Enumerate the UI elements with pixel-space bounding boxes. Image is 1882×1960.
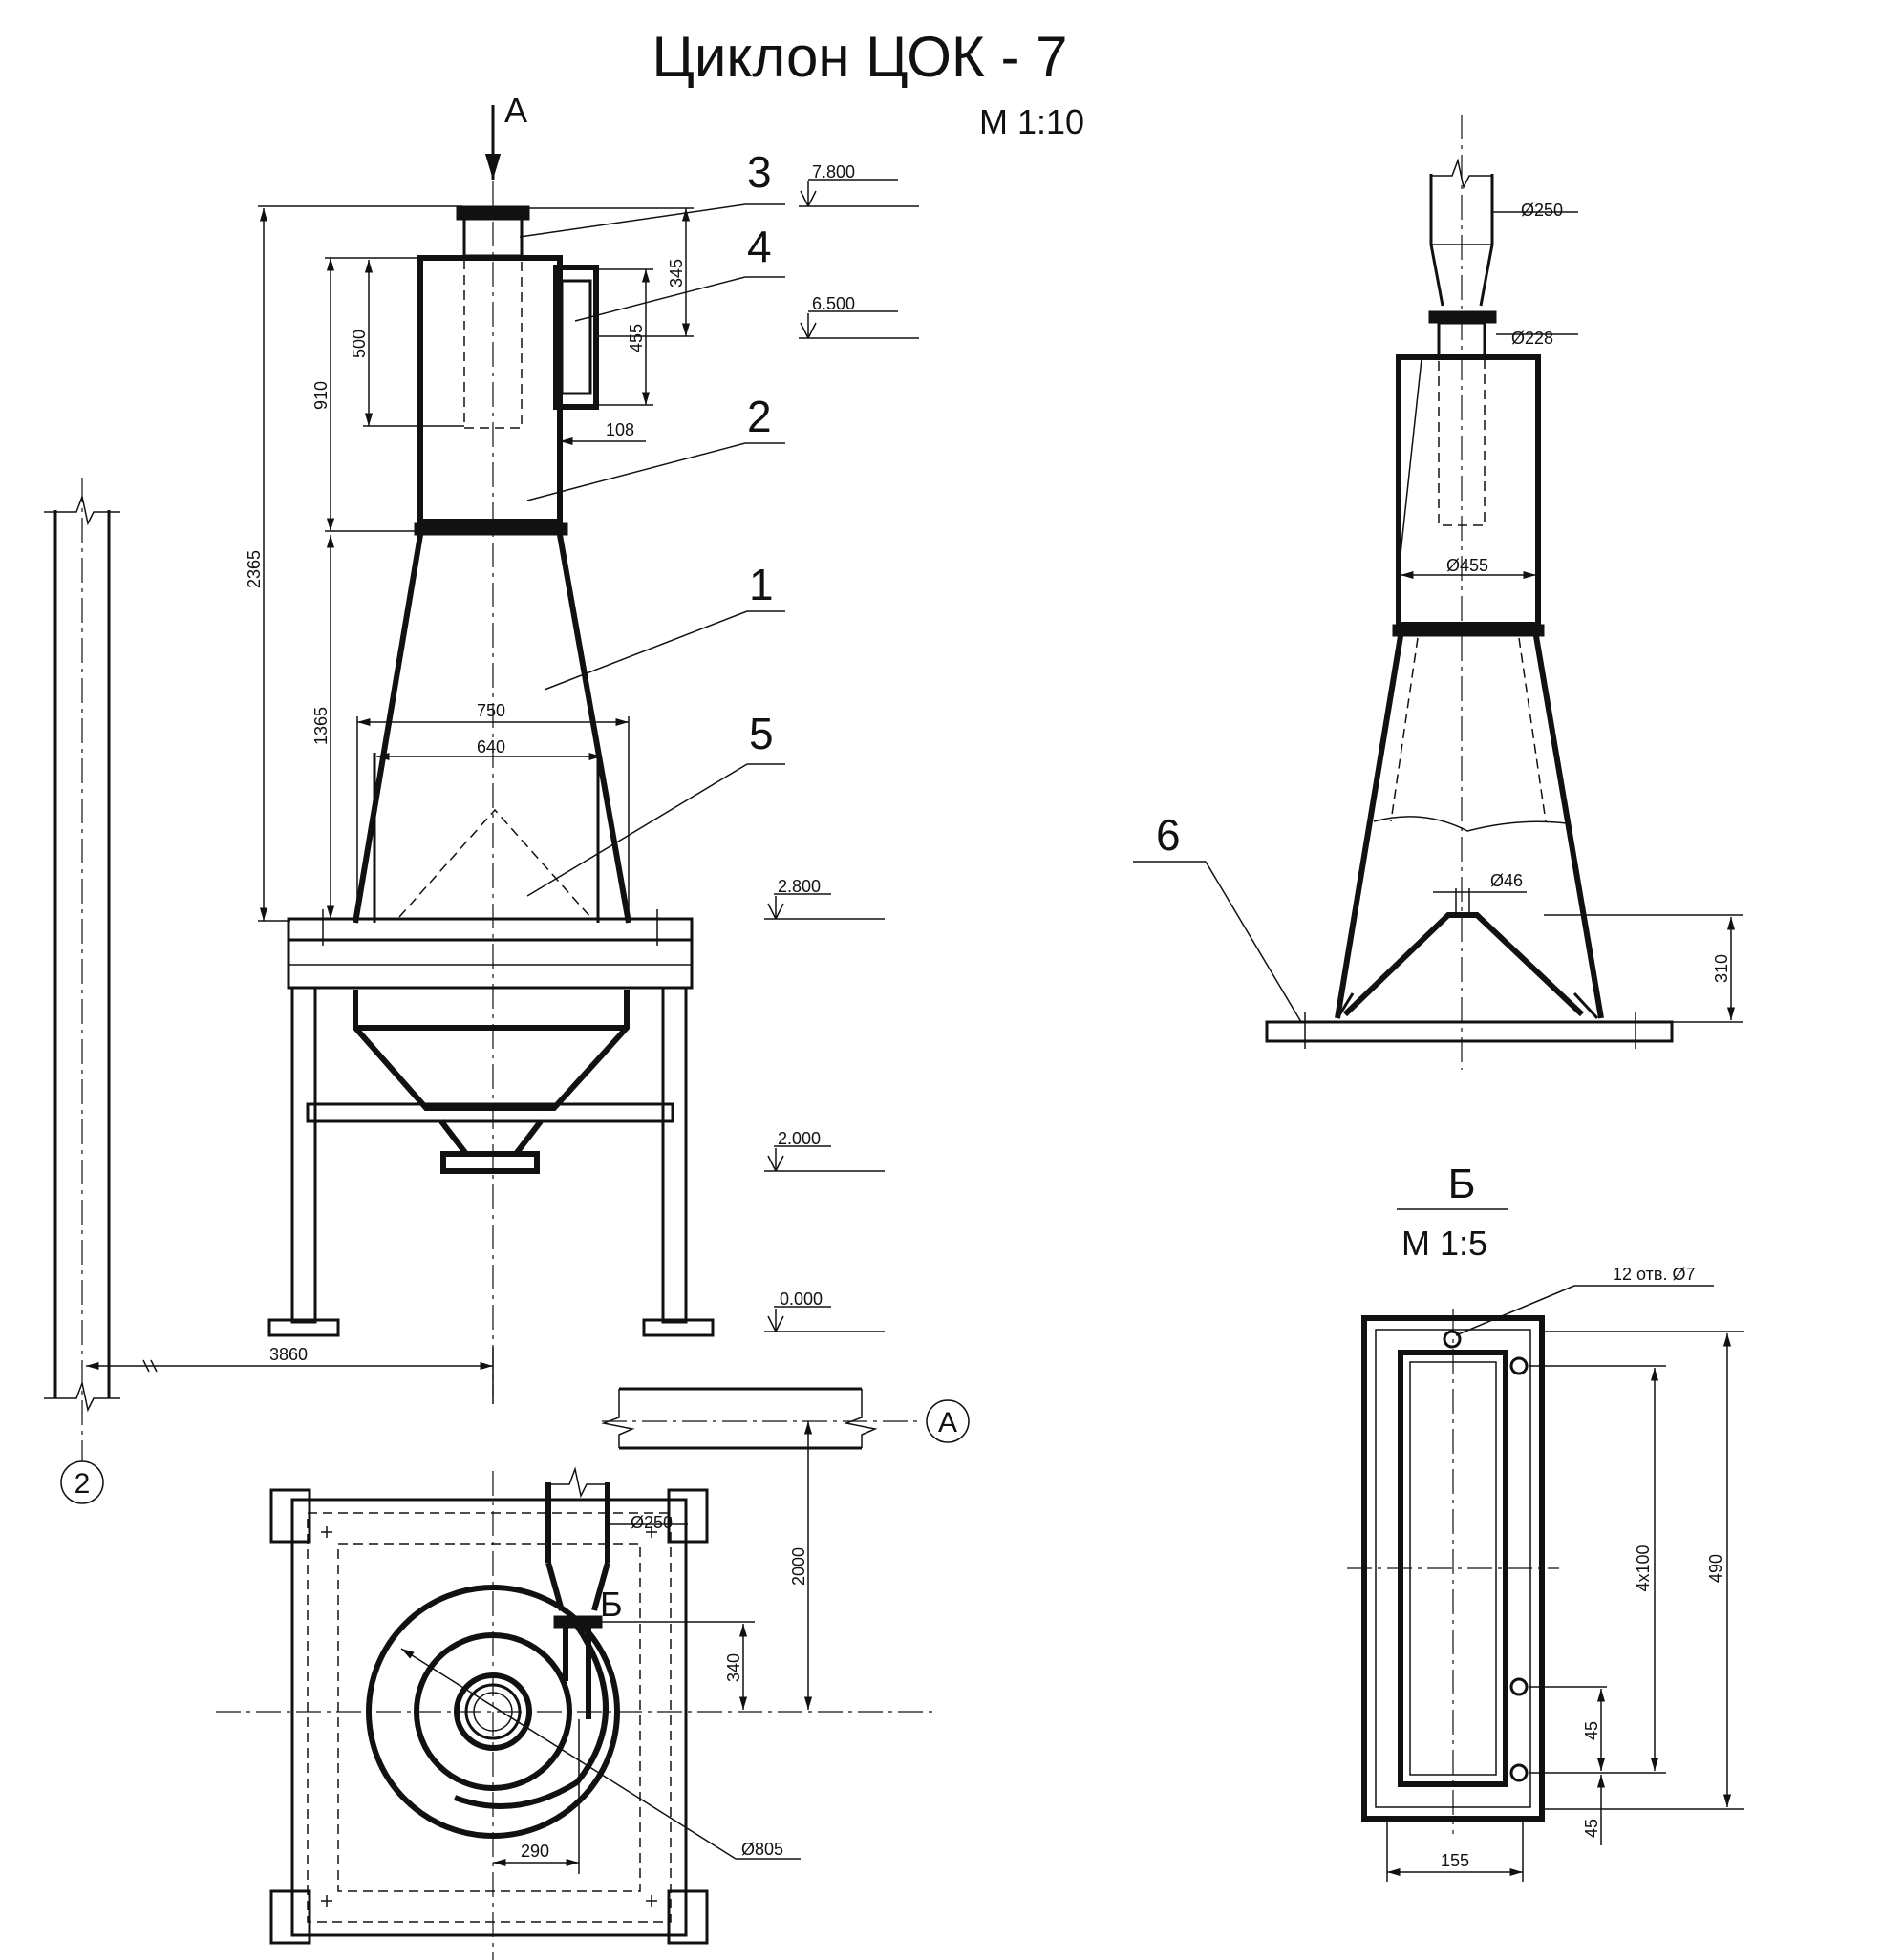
dim-cone-top-diameter: 750	[477, 701, 505, 720]
section-b-label: Б	[1448, 1161, 1476, 1207]
side-dust-outlet: Ø46	[1490, 871, 1523, 890]
elevation-0000: 0.000	[764, 1289, 885, 1332]
callout-5: 5	[749, 709, 774, 758]
callout-3: 3	[747, 147, 772, 197]
front-view: А	[245, 91, 919, 1395]
drawing-scale: М 1:10	[979, 102, 1084, 141]
drawing-title: Циклон ЦОК - 7	[652, 25, 1067, 89]
side-base-height: 310	[1712, 954, 1731, 983]
dim-pipe-depth: 500	[350, 330, 369, 358]
plan-view: Ø250 Б 340 Ø805 290	[216, 1466, 936, 1960]
side-view: Ø250 Ø228 Ø455 Ø46 310	[1133, 115, 1743, 1070]
plan-inlet-distance: 340	[724, 1653, 743, 1682]
section-b-height: 490	[1706, 1554, 1725, 1583]
svg-text:7.800: 7.800	[812, 162, 855, 181]
plan-radius-offset: 290	[521, 1842, 549, 1861]
section-b-pitch: 4x100	[1634, 1545, 1653, 1591]
dim-inlet-height: 455	[627, 324, 646, 352]
svg-text:2.800: 2.800	[778, 877, 821, 896]
view-a-arrow-label: А	[504, 91, 527, 130]
elevation-2800: 2.800	[764, 877, 885, 920]
dim-total-height: 2365	[245, 550, 264, 588]
elevation-2000: 2.000	[764, 1129, 885, 1172]
section-b-edge1: 45	[1582, 1721, 1601, 1740]
section-b-scale: М 1:5	[1401, 1224, 1487, 1263]
callout-6: 6	[1156, 810, 1181, 860]
dim-axis-distance: 3860	[269, 1345, 308, 1364]
side-flange-diameter: Ø228	[1511, 329, 1553, 348]
elevation-7800: 7.800	[799, 162, 919, 207]
section-b-width: 155	[1441, 1851, 1469, 1870]
dim-offset-2000: 2000	[789, 1547, 808, 1586]
grid-axis-wall: 2 3860	[44, 478, 494, 1504]
plan-inlet-diameter: Ø250	[631, 1513, 673, 1532]
dim-cone-height: 1365	[311, 707, 331, 745]
grid-axis-label: 2	[75, 1468, 91, 1500]
side-body-diameter: Ø455	[1446, 556, 1488, 575]
dim-cone-bottom-diameter: 640	[477, 737, 505, 756]
callout-1: 1	[749, 560, 774, 609]
dim-body-height: 910	[311, 381, 331, 410]
svg-text:0.000: 0.000	[780, 1289, 823, 1309]
dim-inlet-top: 345	[667, 259, 686, 288]
section-b-holes: 12 отв. Ø7	[1613, 1265, 1695, 1284]
section-b: Б М 1:5 12 отв. Ø7 4x100 490 45	[1347, 1161, 1744, 1882]
plan-outer-diameter: Ø805	[741, 1840, 783, 1859]
callout-2: 2	[747, 392, 772, 441]
callout-4: 4	[747, 222, 772, 271]
plan-section-marker: Б	[600, 1585, 623, 1624]
dim-inlet-offset: 108	[606, 420, 634, 439]
svg-text:2.000: 2.000	[778, 1129, 821, 1148]
section-a-label: А	[938, 1407, 957, 1438]
section-a-wall: А 2000	[601, 1387, 970, 1710]
elevation-6500: 6.500	[799, 294, 919, 339]
section-b-edge2: 45	[1582, 1819, 1601, 1838]
svg-text:6.500: 6.500	[812, 294, 855, 313]
side-outlet-diameter: Ø250	[1521, 201, 1563, 220]
